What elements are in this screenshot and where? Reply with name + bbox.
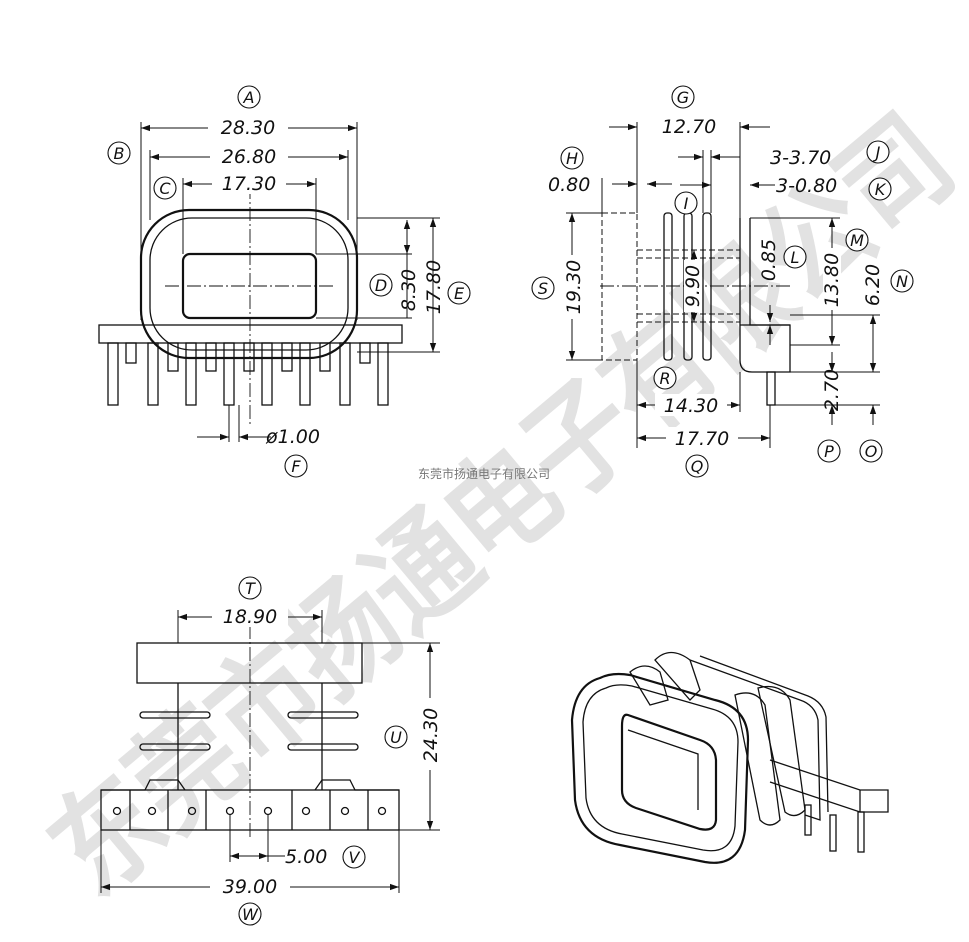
callout-d: D (369, 273, 393, 297)
iso-front-flange-inner (582, 684, 739, 852)
callout-g: G (671, 85, 695, 109)
dim-m-value: 13.80 (821, 253, 843, 307)
callout-n: N (890, 269, 914, 293)
front-flange-inner (149, 217, 349, 351)
svg-text:C: C (159, 179, 171, 198)
svg-text:E: E (454, 284, 465, 303)
callout-j: J (866, 140, 890, 164)
dim-k-value: 3-0.80 (776, 175, 837, 197)
callout-m: M (845, 228, 869, 252)
svg-text:Q: Q (691, 457, 704, 476)
callout-l: L (783, 245, 807, 269)
bottom-view: 18.90 24.30 5.00 39.00 T U V W (100, 576, 442, 926)
svg-text:V: V (349, 848, 361, 867)
dim-b-value: 26.80 (222, 146, 276, 168)
bottom-top-flange (136, 642, 363, 684)
front-flange-outer (139, 208, 359, 360)
callout-e: E (447, 281, 471, 305)
front-view: 28.30 26.80 17.30 8.30 17.80 ø1.00 A B C (98, 85, 471, 478)
svg-text:W: W (242, 905, 259, 924)
svg-text:F: F (291, 457, 301, 476)
svg-text:N: N (896, 272, 908, 291)
front-pins (107, 342, 389, 406)
svg-text:S: S (538, 279, 548, 298)
callout-h: H (560, 146, 584, 170)
svg-text:I: I (684, 194, 689, 213)
svg-text:A: A (243, 88, 255, 107)
dim-r-value: 14.30 (664, 395, 718, 417)
dim-q-value: 17.70 (675, 428, 729, 450)
callout-b: B (107, 141, 131, 165)
svg-text:R: R (659, 369, 670, 388)
svg-text:H: H (566, 149, 578, 168)
svg-text:M: M (850, 231, 864, 250)
dim-s-value: 19.30 (563, 260, 585, 314)
dim-t-value: 18.90 (223, 606, 277, 628)
dim-v-value: 5.00 (285, 846, 327, 868)
svg-text:J: J (873, 143, 881, 162)
dim-f-value: ø1.00 (265, 426, 320, 448)
callout-w: W (238, 902, 262, 926)
dim-e-value: 17.80 (423, 260, 445, 314)
dim-u-value: 24.30 (420, 708, 442, 762)
iso-base-rail (769, 759, 889, 813)
callout-v: V (342, 845, 366, 869)
svg-text:G: G (677, 88, 689, 107)
dim-h-value: 0.80 (548, 174, 590, 196)
svg-text:P: P (824, 442, 834, 461)
dim-j-value: 3-3.70 (770, 147, 831, 169)
bottom-base (100, 789, 400, 831)
side-base (739, 218, 791, 373)
isometric-view (570, 651, 889, 864)
callout-r: R (653, 366, 677, 390)
dim-c-value: 17.30 (222, 173, 276, 195)
side-view: 12.70 0.80 3-3.70 3-0.80 19.30 9.90 0.85 (531, 85, 914, 478)
svg-text:T: T (245, 579, 256, 598)
callout-u: U (384, 725, 408, 749)
dim-p-value: 2.70 (821, 369, 843, 411)
svg-text:O: O (865, 442, 878, 461)
side-inner-flange-3 (702, 212, 712, 361)
dim-w-value: 39.00 (223, 876, 277, 898)
iso-pins (804, 804, 865, 853)
svg-text:L: L (791, 248, 800, 267)
callout-c: C (153, 176, 177, 200)
svg-text:B: B (114, 144, 125, 163)
callout-s: S (531, 276, 555, 300)
side-left-flange (601, 212, 638, 361)
callout-o: O (859, 439, 883, 463)
side-pin (766, 371, 776, 406)
dim-g-value: 12.70 (662, 116, 716, 138)
dim-d-value: 8.30 (398, 269, 420, 311)
callout-t: T (238, 576, 262, 600)
dim-a-value: 28.30 (221, 117, 275, 139)
callout-i: I (674, 191, 698, 215)
iso-mid-flange-1 (734, 692, 781, 826)
company-caption: 东莞市扬通电子有限公司 (418, 466, 550, 481)
callout-a: A (237, 85, 261, 109)
callout-f: F (284, 454, 308, 478)
dim-n-value: 6.20 (862, 264, 884, 306)
svg-text:U: U (390, 728, 402, 747)
callout-p: P (817, 439, 841, 463)
svg-text:D: D (375, 276, 387, 295)
iso-mid-flange-2 (757, 685, 806, 817)
iso-window (620, 713, 718, 831)
callout-q: Q (685, 454, 709, 478)
callout-k: K (868, 177, 892, 201)
bottom-pin-holes (112, 806, 387, 816)
dim-l-value: 0.85 (758, 239, 780, 281)
svg-text:K: K (875, 180, 887, 199)
dim-i-value: 9.90 (682, 265, 704, 307)
side-inner-flange-1 (663, 212, 673, 361)
iso-front-flange-outer (570, 672, 750, 864)
